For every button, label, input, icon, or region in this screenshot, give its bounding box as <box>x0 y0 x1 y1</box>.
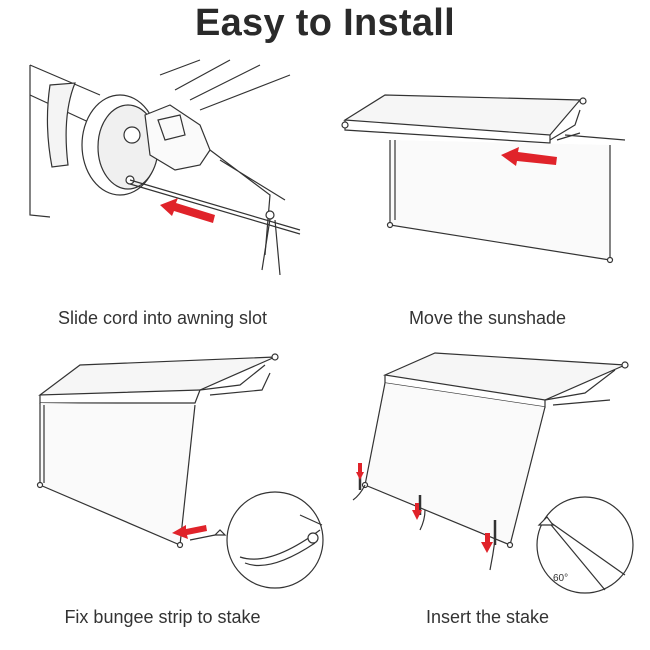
step-2-caption: Move the sunshade <box>408 308 567 328</box>
arrow-icon <box>501 147 557 166</box>
arrow-icon <box>160 198 215 223</box>
step-2-illustration <box>325 55 650 300</box>
arrow-icon <box>172 525 207 539</box>
step-4-illustration: 60° <box>325 345 650 595</box>
step-4-caption: Insert the stake <box>425 607 550 627</box>
arrow-icon <box>481 533 493 553</box>
step-3-caption: Fix bungee strip to stake <box>64 607 261 627</box>
arrow-icon <box>412 503 422 520</box>
angle-label: 60° <box>553 573 568 584</box>
step-1-illustration <box>0 55 325 300</box>
step-1-caption: Slide cord into awning slot <box>57 308 268 328</box>
arrow-icon <box>356 463 364 480</box>
step-3-illustration <box>0 345 325 595</box>
page-title: Easy to Install <box>194 2 456 44</box>
